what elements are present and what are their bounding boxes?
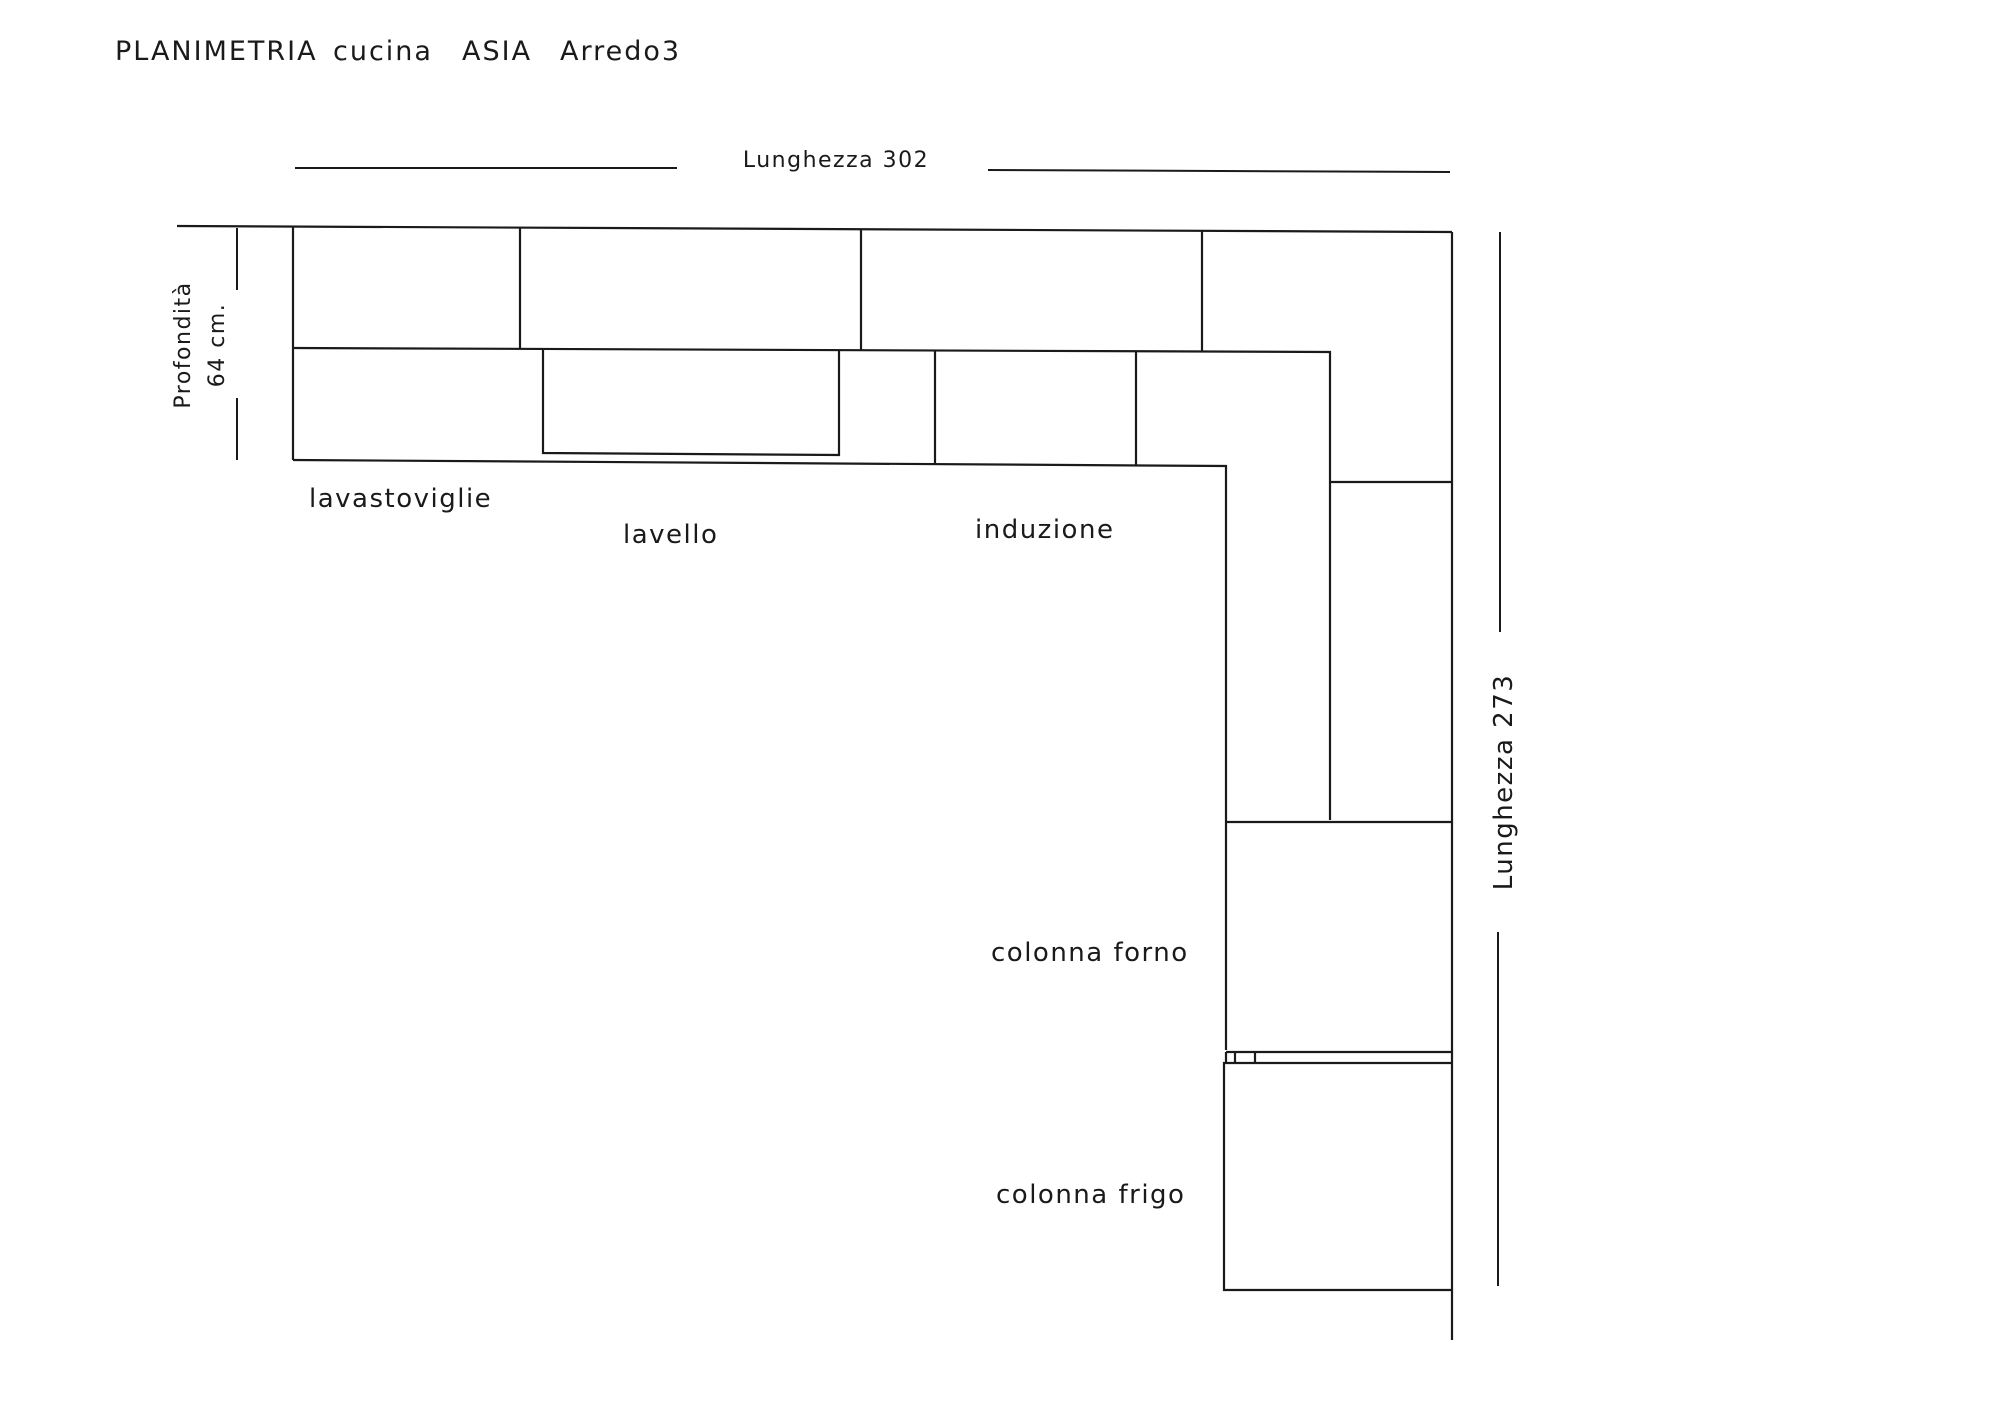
- fridge-column-outline: [1222, 1061, 1452, 1292]
- back-wall-line: [176, 224, 1453, 234]
- title-brand: Arredo3: [560, 36, 681, 67]
- depth-dimension: Profondità 64 cm.: [171, 228, 238, 460]
- fridge-column: [1222, 1061, 1452, 1292]
- depth-label-line2: 64 cm.: [205, 303, 230, 388]
- label-sink: lavello: [623, 520, 718, 550]
- label-oven-column: colonna forno: [991, 938, 1189, 968]
- right-length-label: Lunghezza 273: [1489, 674, 1519, 891]
- plan-title: PLANIMETRIA cucina ASIA Arredo3: [115, 36, 681, 67]
- label-dishwasher: lavastoviglie: [309, 484, 492, 514]
- base-cabinets: [291, 348, 1228, 1050]
- right-length-dimension: Lunghezza 273: [1489, 232, 1519, 1286]
- title-cucina: cucina: [333, 36, 433, 67]
- title-planimetria: PLANIMETRIA: [115, 36, 318, 67]
- top-length-dimension: Lunghezza 302: [295, 148, 1451, 173]
- wall-cabinets-front-edge: [292, 346, 1332, 820]
- label-induction: induzione: [975, 515, 1114, 545]
- oven-column: [1224, 820, 1452, 1063]
- appliance-labels: lavastoviglie lavello induzione colonna …: [309, 484, 1189, 1210]
- wall-cabinets-right: [1330, 232, 1454, 1340]
- title-model: ASIA: [462, 36, 532, 67]
- top-length-label: Lunghezza 302: [743, 148, 929, 173]
- label-fridge-column: colonna frigo: [996, 1180, 1185, 1210]
- base-cabinets-front-edge: [292, 458, 1228, 1050]
- sink-unit: [541, 349, 841, 457]
- top-dimension-line-right: [987, 169, 1451, 173]
- wall-cabinets-top: [176, 224, 1453, 820]
- depth-label-line1: Profondità: [171, 281, 196, 408]
